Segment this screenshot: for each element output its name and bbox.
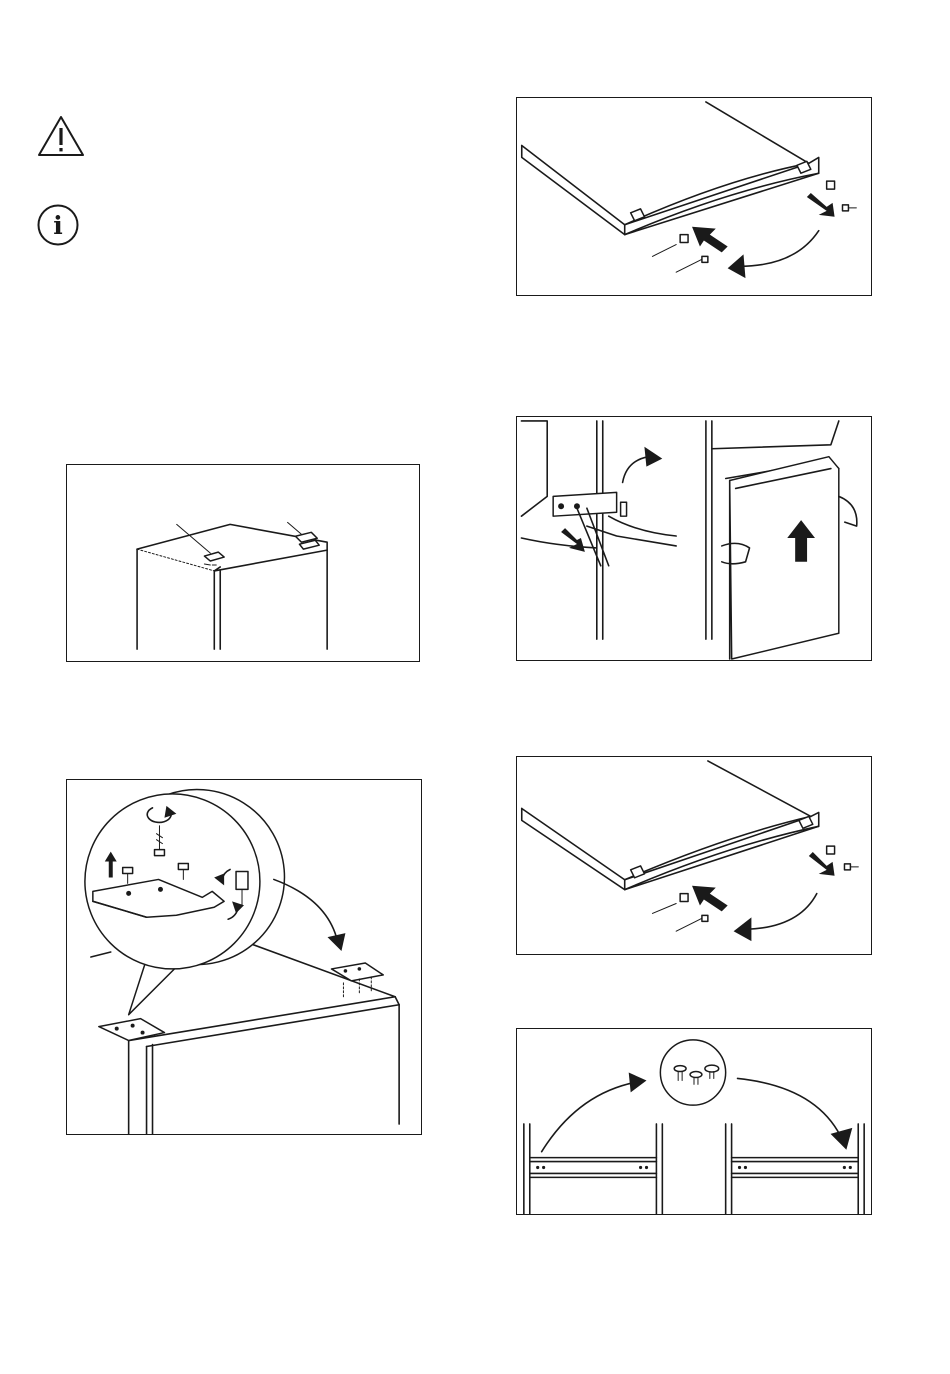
figure-hole-caps-transfer [516, 1028, 872, 1215]
warning-icon [36, 114, 86, 158]
figure-door-swap-lower [516, 756, 872, 955]
info-glyph: i [53, 211, 63, 240]
figure-top-hinge-transfer [66, 779, 422, 1135]
figure-top-hinge-covers [66, 464, 420, 662]
figure-door-swap-upper [516, 97, 872, 296]
figure-door-removal [516, 416, 872, 661]
info-icon: i [36, 203, 80, 247]
